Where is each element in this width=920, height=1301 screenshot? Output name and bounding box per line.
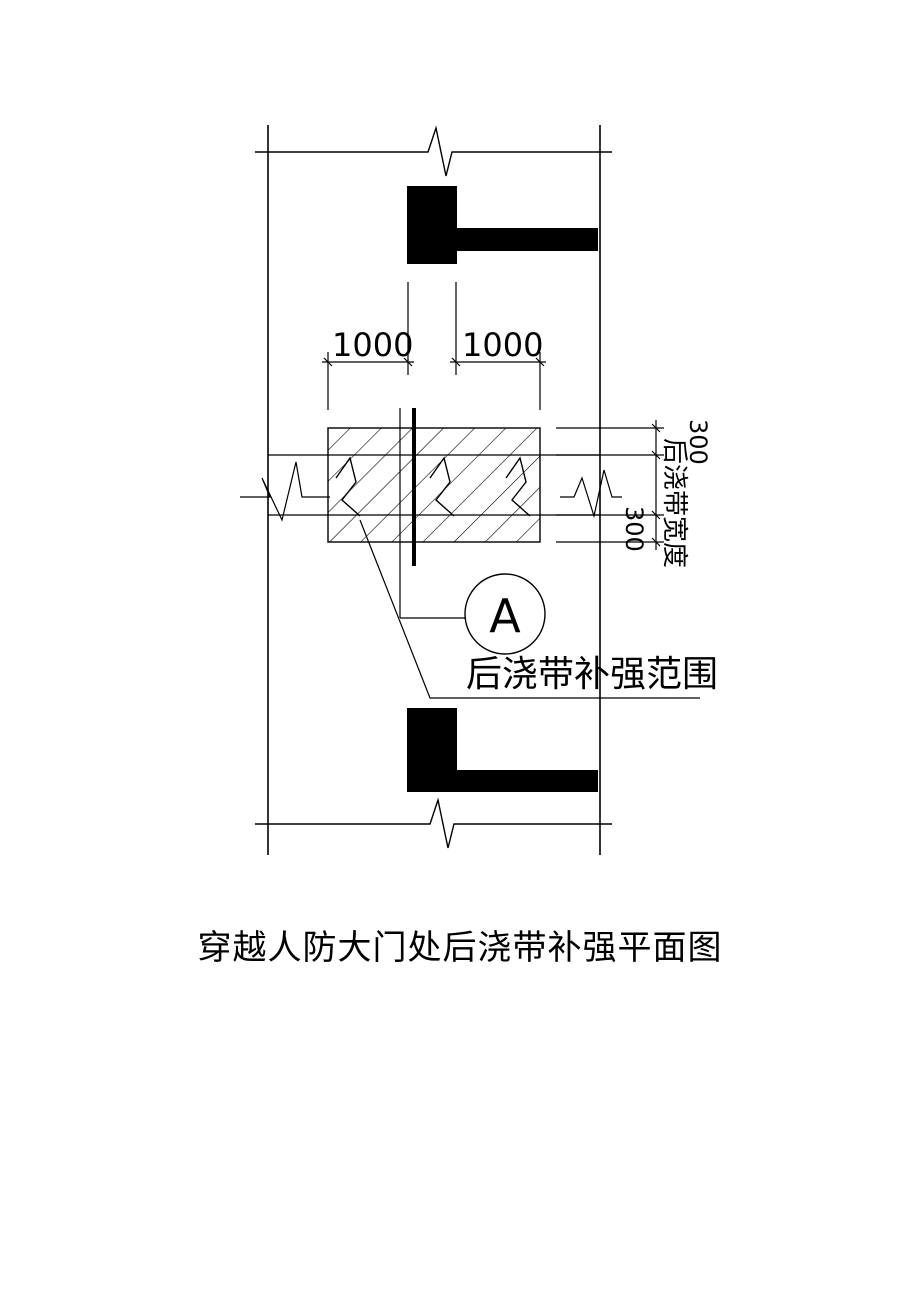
top-break-line — [255, 125, 612, 177]
callout-leaders — [359, 519, 700, 699]
figure-caption: 穿越人防大门处后浇带补强平面图 — [197, 928, 723, 968]
dimension-right-label: 1000 — [462, 326, 543, 364]
reinforcement-plan-drawing: 1000 1000 300 300 后浇带宽度 A 后浇带补强范 — [240, 125, 718, 855]
upper-offset-label: 300 — [684, 419, 712, 465]
zone-zigzags — [335, 456, 531, 517]
bottom-break-line — [255, 797, 612, 849]
detail-marker-circle — [464, 573, 546, 655]
lower-door-frame — [407, 708, 598, 792]
reinforcement-zone — [327, 427, 541, 543]
dimension-left-label: 1000 — [332, 326, 413, 364]
dimension-lines — [322, 357, 546, 367]
right-dimension — [556, 420, 664, 550]
band-width-label: 后浇带宽度 — [659, 438, 689, 568]
detail-marker-label: A — [489, 589, 521, 643]
lower-offset-label: 300 — [620, 506, 648, 552]
upper-door-frame — [407, 186, 598, 264]
callout-label: 后浇带补强范围 — [466, 654, 718, 695]
